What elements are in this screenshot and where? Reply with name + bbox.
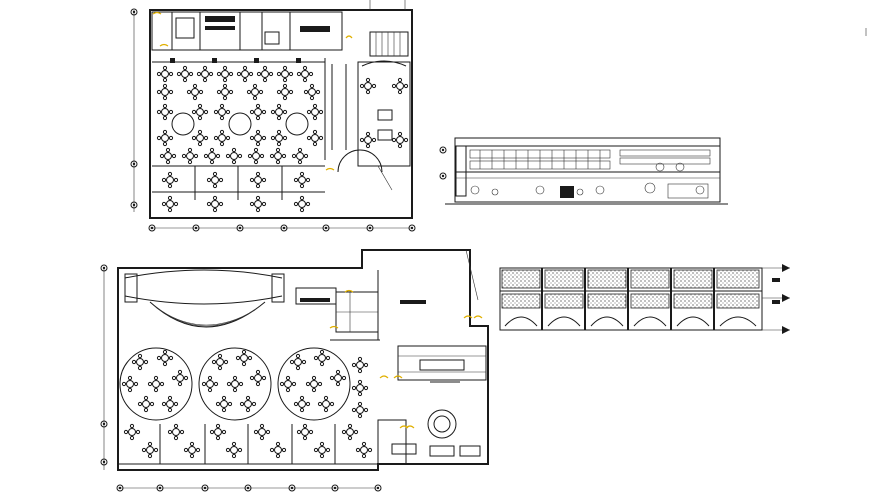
kitchen-zone <box>151 11 343 51</box>
right-wing-hall <box>397 345 487 381</box>
section-outline <box>499 267 763 331</box>
section-bays <box>501 269 760 327</box>
banquet-seats <box>121 349 369 419</box>
window-band <box>469 149 711 170</box>
banquet-stage <box>124 269 285 328</box>
dining-tables-upper <box>156 65 321 101</box>
dining-tables-lower <box>159 147 309 165</box>
front-elevation <box>439 137 728 205</box>
first-plan-outline <box>117 249 489 471</box>
lobby <box>357 61 411 167</box>
elevation-outline <box>454 137 721 203</box>
fountain <box>427 409 457 439</box>
ground-plan-outline <box>149 9 413 219</box>
staircase <box>369 31 409 57</box>
landscape-trees <box>470 162 705 196</box>
entrance-arc <box>337 149 383 173</box>
ground-floor-plan <box>130 0 416 232</box>
booth-row <box>161 166 311 213</box>
first-floor-plan <box>100 249 489 492</box>
lower-dining-row <box>118 423 378 465</box>
banquet-rounds <box>119 347 351 421</box>
building-section <box>499 264 790 334</box>
round-banquet-tables <box>156 103 324 147</box>
